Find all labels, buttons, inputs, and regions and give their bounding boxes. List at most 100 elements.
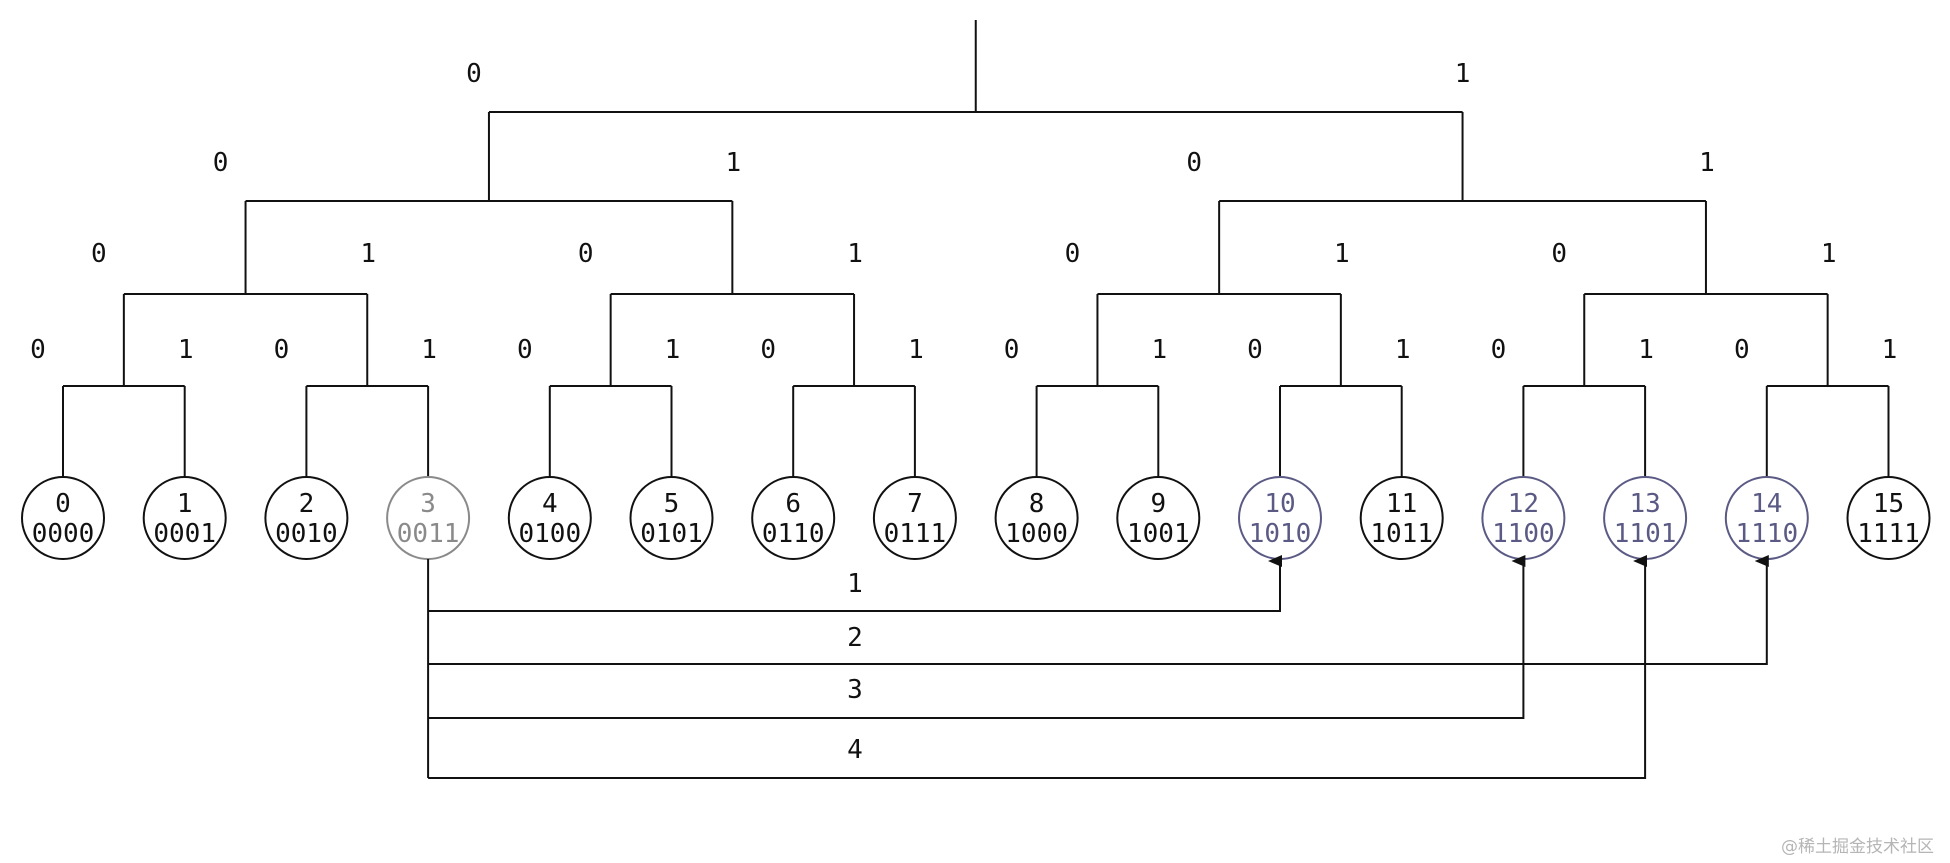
- leaf-circle: [142, 476, 227, 560]
- edge-label-one: 1: [847, 239, 863, 269]
- leaf-circle: [994, 476, 1079, 560]
- edge-label-zero: 0: [517, 335, 533, 365]
- leaf-bits: 1111: [1857, 519, 1920, 549]
- edge-label-zero: 0: [213, 148, 229, 178]
- leaf-id: 2: [299, 489, 315, 519]
- leaf-id: 4: [542, 489, 558, 519]
- edge-label-zero: 0: [1734, 335, 1750, 365]
- leaf-bits: 0001: [153, 519, 216, 549]
- route-label-2: 2: [847, 623, 863, 653]
- edge-label-one: 1: [360, 239, 376, 269]
- route-arrow-3: [428, 555, 1526, 719]
- leaf-id: 9: [1150, 489, 1166, 519]
- edge-label-one: 1: [178, 335, 194, 365]
- leaf-bits: 0111: [884, 519, 947, 549]
- edge-label-zero: 0: [1186, 148, 1202, 178]
- leaf-id: 10: [1264, 489, 1295, 519]
- leaf-id: 12: [1508, 489, 1539, 519]
- leaf-nodes: 0000010001200103001140100501016011070111…: [21, 476, 1931, 560]
- leaf-circle: [264, 476, 349, 560]
- edge-label-one: 1: [1821, 239, 1837, 269]
- leaf-bits: 1110: [1735, 519, 1798, 549]
- leaf-id: 5: [664, 489, 680, 519]
- edge-label-zero: 0: [1491, 335, 1507, 365]
- edge-label-zero: 0: [1551, 239, 1567, 269]
- watermark: @稀土掘金技术社区: [1781, 837, 1934, 857]
- tree-lines: [62, 20, 1890, 477]
- route-label-3: 3: [847, 675, 863, 705]
- edge-label-zero: 0: [30, 335, 46, 365]
- edge-label-one: 1: [1699, 148, 1715, 178]
- edge-label-one: 1: [421, 335, 437, 365]
- leaf-circle: [1846, 476, 1931, 560]
- leaf-bits: 1011: [1370, 519, 1433, 549]
- leaf-id: 7: [907, 489, 923, 519]
- leaf-bits: 0101: [640, 519, 703, 549]
- leaf-bits: 1010: [1249, 519, 1312, 549]
- edge-label-zero: 0: [1065, 239, 1081, 269]
- edge-label-one: 1: [726, 148, 742, 178]
- leaf-circle: [1359, 476, 1444, 560]
- edge-label-one: 1: [1151, 335, 1167, 365]
- leaf-id: 14: [1751, 489, 1782, 519]
- edge-label-zero: 0: [466, 59, 482, 89]
- leaf-bits: 1000: [1005, 519, 1068, 549]
- route-arrow-1: [428, 555, 1282, 612]
- edge-label-zero: 0: [1247, 335, 1263, 365]
- leaf-id: 3: [420, 489, 436, 519]
- edge-label-one: 1: [908, 335, 924, 365]
- edge-label-zero: 0: [760, 335, 776, 365]
- edge-label-zero: 0: [91, 239, 107, 269]
- leaf-id: 6: [785, 489, 801, 519]
- edge-label-one: 1: [1882, 335, 1898, 365]
- leaf-circle: [751, 476, 836, 560]
- route-arrow-2: [428, 555, 1769, 665]
- leaf-bits: 0000: [32, 519, 95, 549]
- leaf-circle: [872, 476, 957, 560]
- leaf-bits: 1001: [1127, 519, 1190, 549]
- edge-label-one: 1: [1334, 239, 1350, 269]
- edge-label-one: 1: [1395, 335, 1411, 365]
- leaf-id: 0: [55, 489, 71, 519]
- leaf-bits: 1101: [1614, 519, 1677, 549]
- edge-labels: 0 1 0 1 0 1 0 1 0 1 0 1 0 1 0 1 0 1 0 1 0 1 0 1 0 1 0 1 0 1: [30, 59, 1897, 365]
- leaf-circle: [629, 476, 714, 560]
- edge-label-one: 1: [1455, 59, 1471, 89]
- route-label-4: 4: [847, 735, 863, 765]
- leaf-bits: 0011: [397, 519, 460, 549]
- leaf-circle: [1116, 476, 1201, 560]
- leaf-bits: 1100: [1492, 519, 1555, 549]
- edge-label-one: 1: [1638, 335, 1654, 365]
- leaf-bits: 0110: [762, 519, 825, 549]
- route-label-1: 1: [847, 569, 863, 599]
- edge-label-one: 1: [665, 335, 681, 365]
- leaf-id: 11: [1386, 489, 1417, 519]
- leaf-bits: 0010: [275, 519, 338, 549]
- leaf-id: 1: [177, 489, 193, 519]
- leaf-id: 13: [1629, 489, 1660, 519]
- edge-label-zero: 0: [1004, 335, 1020, 365]
- edge-label-zero: 0: [274, 335, 290, 365]
- edge-label-zero: 0: [578, 239, 594, 269]
- route-arrow-4: [428, 555, 1648, 779]
- route-lines: [427, 555, 1769, 779]
- leaf-id: 15: [1873, 489, 1904, 519]
- route-labels: 1 2 3 4: [847, 569, 863, 765]
